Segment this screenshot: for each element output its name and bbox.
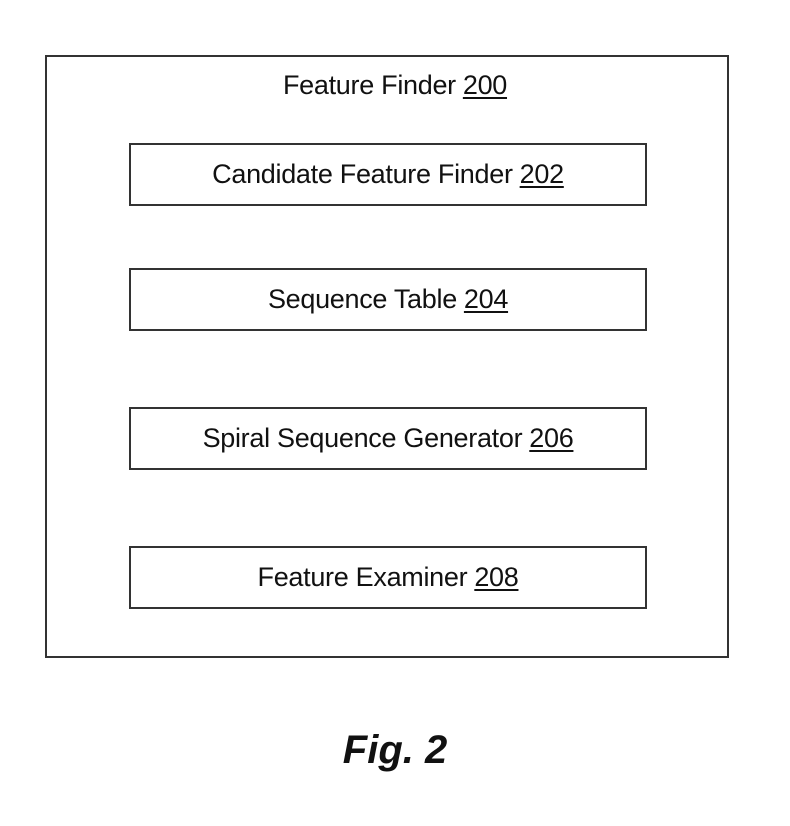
candidate-feature-finder-ref: 202 xyxy=(519,159,564,189)
candidate-feature-finder-label: Candidate Feature Finder xyxy=(212,159,513,189)
sequence-table-label: Sequence Table xyxy=(267,284,457,314)
feature-examiner-ref: 208 xyxy=(474,562,519,592)
feature-examiner-label: Feature Examiner xyxy=(257,562,468,592)
feature-finder-box xyxy=(45,55,729,658)
feature-finder-ref: 200 xyxy=(462,70,508,100)
spiral-sequence-generator-label: Spiral Sequence Generator xyxy=(202,423,523,453)
sequence-table-ref: 204 xyxy=(463,284,509,314)
feature-finder-label: Feature Finder xyxy=(282,70,456,100)
figure-caption: Fig. 2 xyxy=(342,728,448,772)
spiral-sequence-generator-ref: 206 xyxy=(529,423,574,453)
